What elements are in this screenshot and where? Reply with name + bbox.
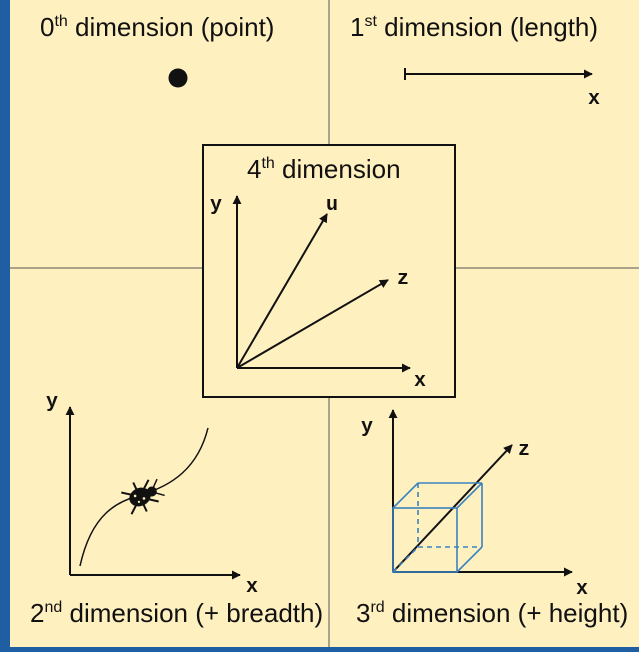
axis-label-z-3d: z bbox=[518, 439, 530, 462]
axis-label-u-4d: u bbox=[326, 194, 338, 217]
label-4th-dimension: 4th dimension bbox=[247, 154, 401, 184]
ladybug-icon bbox=[121, 478, 165, 515]
label-1st-dimension: 1st dimension (length) bbox=[350, 12, 598, 42]
label-0th-dimension: 0th dimension (point) bbox=[40, 12, 274, 42]
axis-label-x-2d: x bbox=[246, 576, 258, 599]
label-3rd-dimension: 3rd dimension (+ height) bbox=[356, 598, 628, 628]
axis-label-y-3d: y bbox=[361, 416, 373, 439]
cube-wireframe bbox=[392, 482, 483, 573]
axis-label-z-4d: z bbox=[397, 268, 409, 291]
point-icon bbox=[168, 68, 188, 88]
axis-u-4d bbox=[236, 213, 328, 369]
axis-label-x-3d: x bbox=[576, 578, 588, 601]
axis-label-x-1d: x bbox=[588, 88, 600, 111]
axis-label-y-2d: y bbox=[46, 391, 58, 414]
axis-label-x-4d: x bbox=[414, 370, 426, 393]
axis-z-4d bbox=[236, 279, 389, 369]
label-2nd-dimension: 2nd dimension (+ breadth) bbox=[30, 598, 323, 628]
axis-label-y-4d: y bbox=[210, 194, 222, 217]
left-border-strip bbox=[0, 0, 10, 647]
